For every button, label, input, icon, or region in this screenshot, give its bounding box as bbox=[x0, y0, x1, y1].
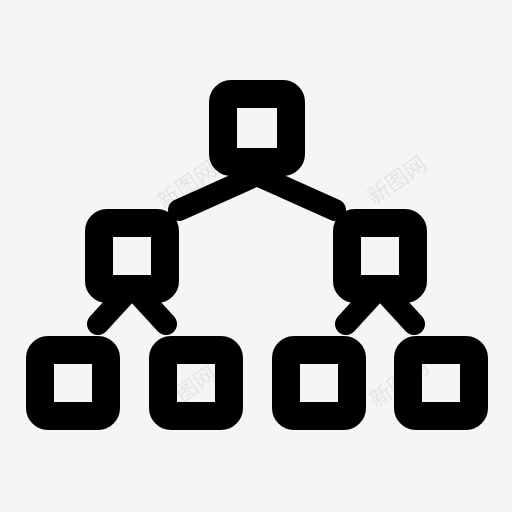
root-node bbox=[209, 80, 305, 176]
level2-right-node bbox=[333, 209, 427, 303]
connector-root-right bbox=[246, 164, 346, 221]
leaf-node-4 bbox=[394, 336, 488, 430]
leaf-node-3 bbox=[272, 336, 366, 430]
leaf-node-1 bbox=[26, 336, 120, 430]
connector-root-left bbox=[168, 164, 268, 221]
level2-left-node bbox=[85, 209, 179, 303]
leaf-node-2 bbox=[149, 336, 243, 430]
